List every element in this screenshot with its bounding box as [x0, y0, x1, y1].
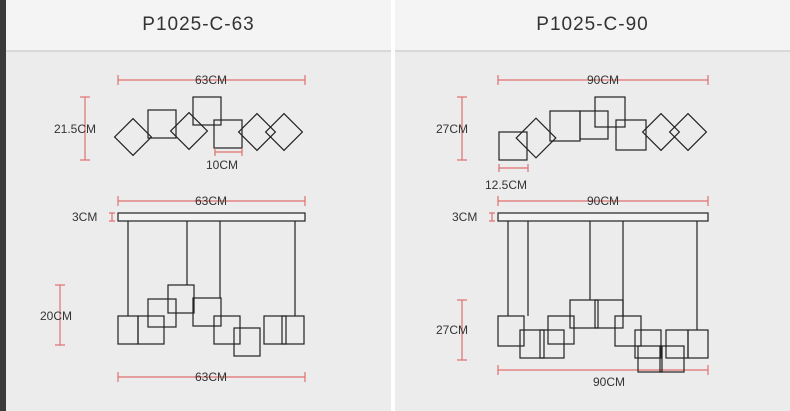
dim-top-height: 21.5CM [54, 122, 96, 136]
dim-top-width: 90CM [587, 73, 619, 87]
lamp-square [169, 111, 209, 151]
dim-hang-height: 27CM [436, 323, 468, 337]
dim-top-height: 27CM [436, 122, 468, 136]
dim-square-size: 12.5CM [485, 178, 527, 192]
canopy-bar [117, 212, 306, 222]
dim-hang-height: 20CM [40, 309, 72, 323]
lamp-square [113, 117, 153, 157]
lamp-square [192, 96, 222, 126]
lamp-square [615, 119, 647, 151]
dim-canopy: 3CM [72, 210, 97, 224]
side-view-90 [497, 212, 709, 373]
lamp-square [237, 112, 277, 152]
canopy-bar [497, 212, 709, 222]
top-view-90 [498, 96, 708, 161]
dimension-lines [80, 75, 306, 161]
dim-canopy: 3CM [452, 210, 477, 224]
panel-title: P1025-C-63 [6, 0, 391, 52]
lamp-square [594, 96, 626, 128]
dim-mount-width: 63CM [195, 194, 227, 208]
dim-square-size: 10CM [206, 158, 238, 172]
lamp-square [264, 112, 304, 152]
lamp-square [213, 119, 243, 149]
top-view-63 [113, 96, 304, 157]
panel-p1025-c-90: P1025-C-90 [395, 0, 790, 411]
lamp-square [147, 109, 177, 139]
lamp-square [498, 131, 528, 161]
page-edge [0, 0, 6, 411]
dim-bottom-width: 63CM [195, 370, 227, 384]
panel-title: P1025-C-90 [395, 0, 790, 52]
dim-bottom-width: 90CM [593, 375, 625, 389]
dim-mount-width: 90CM [587, 194, 619, 208]
lamp-square [641, 112, 681, 152]
lamp-square [579, 110, 609, 140]
lamp-square [515, 117, 557, 159]
panel-p1025-c-63: P1025-C-63 [6, 0, 391, 411]
dim-top-width: 63CM [195, 73, 227, 87]
side-view-63 [117, 212, 306, 357]
lamp-square [668, 112, 708, 152]
